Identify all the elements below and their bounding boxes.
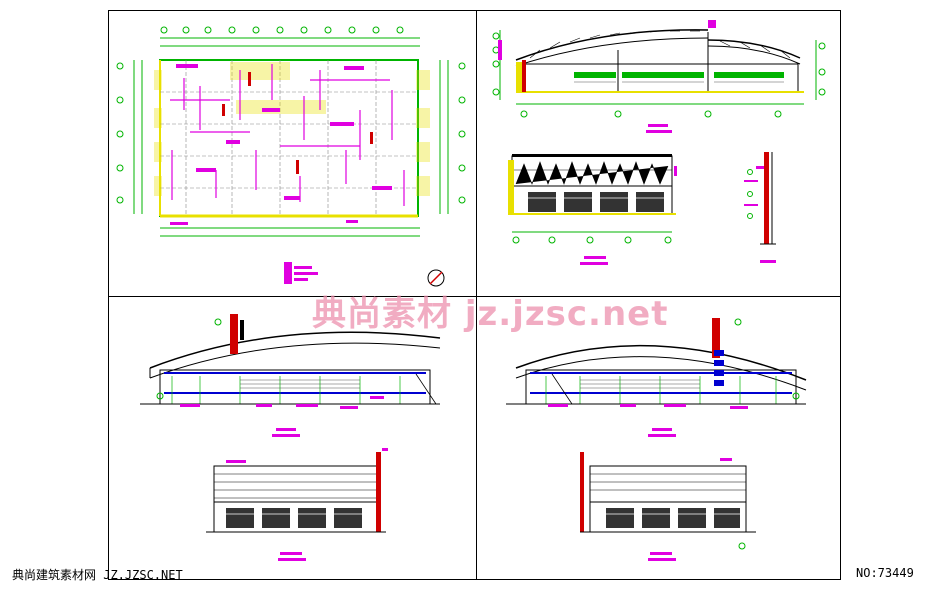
footer-site-name: 典尚建筑素材网 JZ.JZSC.NET — [12, 568, 183, 582]
gable-elevation-left — [206, 448, 388, 561]
gable-elevation-right — [580, 452, 756, 561]
watermark-text: 典尚素材 jz.jzsc.net — [312, 294, 669, 334]
arched-elevation-right — [506, 318, 807, 437]
sheet-horizontal-divider — [108, 296, 840, 297]
column-detail — [744, 152, 776, 263]
pavilion-section — [508, 154, 677, 265]
arched-elevation-left — [140, 314, 441, 437]
floor-plan — [116, 26, 466, 287]
sheet-vertical-divider — [476, 10, 477, 579]
footer-drawing-number: NO:73449 — [856, 566, 914, 580]
truss-elevation — [492, 20, 826, 133]
